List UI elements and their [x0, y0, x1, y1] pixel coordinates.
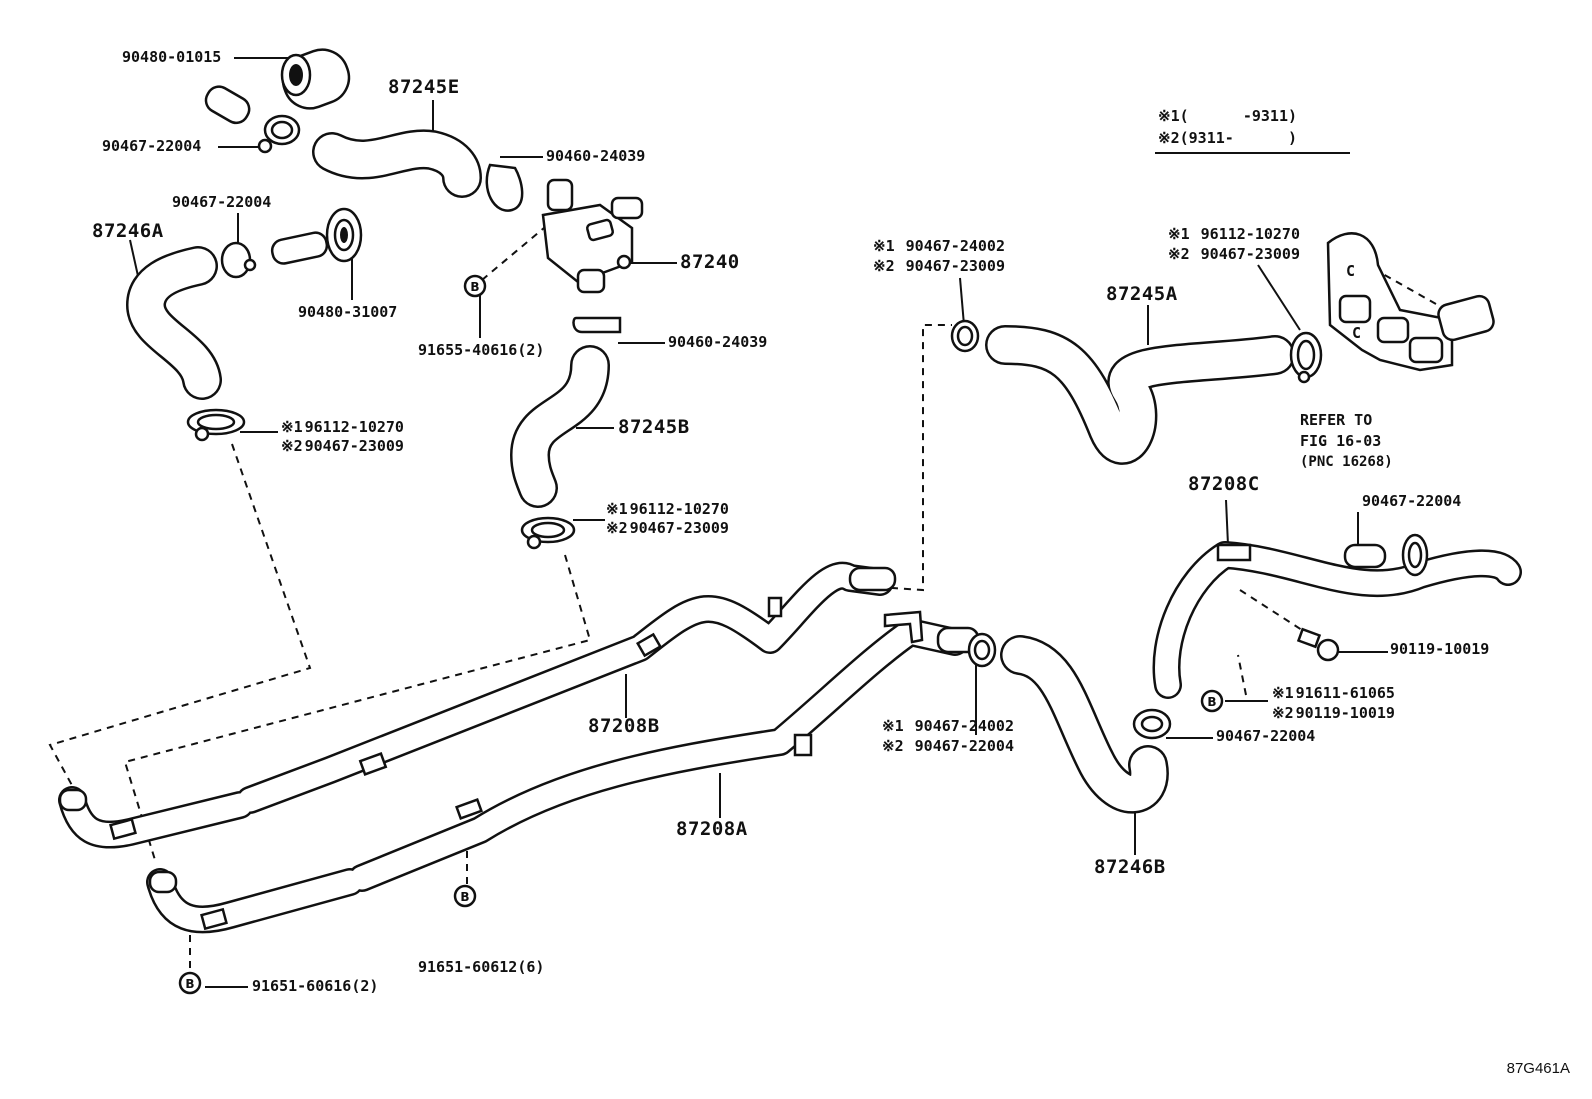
pipe-brackets — [109, 543, 1252, 931]
label-refer-to: REFER TO FIG 16-03 (PNC 16268) — [1300, 410, 1393, 473]
label-90119-10019: 90119-10019 — [1390, 640, 1490, 658]
pair-mid-mark-2: ※2 — [606, 519, 628, 537]
pair-bolt-num-1: 91611-61065 — [1295, 684, 1395, 702]
bolt-symbol-91651-60612-text: B — [460, 890, 469, 904]
legend-underline — [1155, 152, 1350, 154]
pair-top-center-num-1: 90467-24002 — [905, 237, 1005, 255]
label-87208C: 87208C — [1188, 473, 1260, 495]
bolt-symbols: B B B B — [178, 274, 1224, 995]
label-91651-60612: 91651-60612(6) — [418, 958, 545, 976]
label-87246B: 87246B — [1094, 856, 1166, 878]
bolt-symbol-91611-text: B — [1207, 695, 1216, 709]
label-87245A: 87245A — [1106, 283, 1178, 305]
label-87208B: 87208B — [588, 715, 660, 737]
grommet-90480-01015 — [280, 48, 351, 110]
legend-mark-2: ※2 — [1158, 129, 1180, 147]
label-87245E: 87245E — [388, 76, 460, 98]
figure-id: 87G461A — [1506, 1060, 1570, 1077]
label-90480-31007: 90480-31007 — [298, 303, 398, 321]
pair-top-center-mark-1: ※1 — [873, 237, 895, 255]
pair-left-num-2: 90467-23009 — [304, 437, 404, 455]
legend-range-1: ( -9311) — [1179, 107, 1298, 125]
pair-mid-mark-1: ※1 — [606, 500, 628, 518]
label-90460-24039-b: 90460-24039 — [668, 333, 768, 351]
pair-bottom-center-num-2: 90467-22004 — [914, 737, 1014, 755]
pair-top-right-mark-1: ※1 — [1168, 225, 1190, 243]
pair-bottom-center-mark-1: ※1 — [882, 717, 904, 735]
dashed-assembly-lines — [48, 216, 1453, 970]
label-87246A: 87246A — [92, 220, 164, 242]
legend: ※1( -9311) ※2(9311- ) — [1158, 105, 1297, 149]
legend-range-2: (9311- ) — [1179, 129, 1298, 147]
label-90467-22004-b: 90467-22004 — [172, 193, 272, 211]
svg-text:C: C — [1346, 262, 1355, 280]
pipe-stubs — [58, 85, 1387, 894]
pair-mid-num-1: 96112-10270 — [629, 500, 729, 518]
pair-bolt-mark-2: ※2 — [1272, 704, 1294, 722]
pipe-87208B — [58, 561, 894, 849]
pair-left-mark-2: ※2 — [281, 437, 303, 455]
label-90467-22004-d: 90467-22004 — [1216, 727, 1316, 745]
water-outlet-housing: C C — [1326, 232, 1495, 372]
label-90460-24039-a: 90460-24039 — [546, 147, 646, 165]
pair-top-center-num-2: 90467-23009 — [905, 257, 1005, 275]
bolt-symbol-91655: B — [463, 274, 487, 298]
water-valve-87240 — [541, 178, 644, 294]
pair-bolt-mark-1: ※1 — [1272, 684, 1294, 702]
svg-text:C: C — [1352, 324, 1361, 342]
hose-clips — [485, 163, 622, 334]
legend-mark-1: ※1 — [1158, 107, 1180, 125]
bolt-symbol-91651-60612: B — [453, 884, 477, 908]
bolt-90119-10019 — [1296, 627, 1340, 662]
hose-87245B — [510, 345, 610, 508]
pair-bottom-center-num-1: 90467-24002 — [914, 717, 1014, 735]
pair-top-center-mark-2: ※2 — [873, 257, 895, 275]
bolt-symbol-91651-60616: B — [178, 971, 202, 995]
label-pair-top-right: ※1 96112-10270 ※2 90467-23009 — [1168, 224, 1300, 264]
pair-bottom-center-mark-2: ※2 — [882, 737, 904, 755]
label-pair-top-center: ※1 90467-24002 ※2 90467-23009 — [873, 236, 1005, 276]
pair-mid-num-2: 90467-23009 — [629, 519, 729, 537]
pair-bolt-num-2: 90119-10019 — [1295, 704, 1395, 722]
label-87240: 87240 — [680, 251, 740, 273]
label-87245B: 87245B — [618, 416, 690, 438]
label-87208A: 87208A — [676, 818, 748, 840]
hose-87246B — [1000, 635, 1169, 814]
pair-top-right-num-1: 96112-10270 — [1200, 225, 1300, 243]
legend-row-1: ※1( -9311) — [1158, 105, 1297, 127]
pair-left-mark-1: ※1 — [281, 418, 303, 436]
hose-87245A — [985, 325, 1295, 465]
label-90467-22004-c: 90467-22004 — [1362, 492, 1462, 510]
label-91651-60616: 91651-60616(2) — [252, 977, 379, 995]
label-pair-bottom-center: ※1 90467-24002 ※2 90467-22004 — [882, 716, 1014, 756]
pipe-87208A — [146, 618, 969, 934]
bolt-symbol-91651-60616-text: B — [185, 977, 194, 991]
refer-line-3: (PNC 16268) — [1300, 454, 1393, 470]
hose-87246A — [126, 246, 222, 400]
label-90480-01015: 90480-01015 — [122, 48, 222, 66]
legend-row-2: ※2(9311- ) — [1158, 127, 1297, 149]
label-91655-40616: 91655-40616(2) — [418, 341, 545, 359]
label-90467-22004-a: 90467-22004 — [102, 137, 202, 155]
hose-clamps — [186, 114, 1429, 740]
hose-87245E — [312, 129, 482, 198]
bolt-symbol-91655-text: B — [470, 280, 479, 294]
refer-line-1: REFER TO — [1300, 411, 1373, 429]
pair-top-right-mark-2: ※2 — [1168, 245, 1190, 263]
pair-top-right-num-2: 90467-23009 — [1200, 245, 1300, 263]
pair-left-num-1: 96112-10270 — [304, 418, 404, 436]
refer-line-2: FIG 16-03 — [1300, 432, 1382, 450]
pipe-87208C — [1152, 541, 1522, 699]
bolt-symbol-91611: B — [1200, 689, 1224, 713]
leader-lines — [129, 57, 1388, 988]
grommet-90480-31007 — [325, 207, 363, 263]
